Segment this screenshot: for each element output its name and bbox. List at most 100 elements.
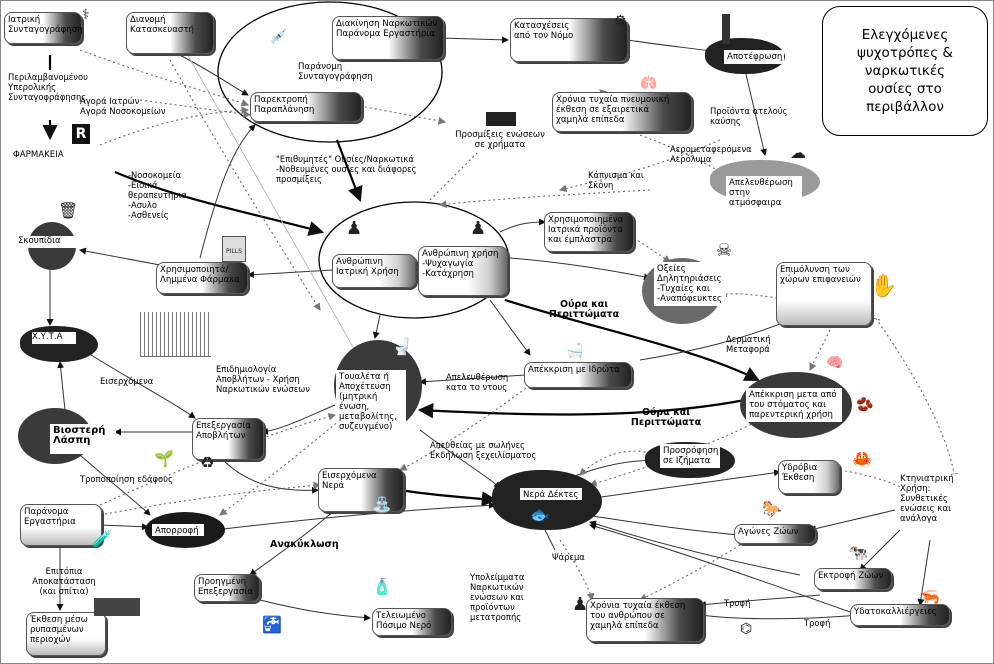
horse-icon: 🐎	[762, 499, 782, 518]
node-katasxeseis[interactable]: Κατασχέσεις από τον Νόμο	[510, 18, 628, 62]
syringe-icon: 💉	[270, 29, 288, 45]
edge-dianomi-parektropi	[169, 49, 249, 96]
gear-icon: ⚙	[614, 13, 627, 29]
node-viosteri-lasi[interactable]: Βιοστερή Λάσπη	[50, 424, 116, 454]
edge-viosteri-xyta	[57, 361, 66, 411]
edge-kthn-ydato	[917, 539, 931, 606]
label-dermatiki: Δερματική Μεταφορά	[726, 334, 771, 354]
label-oura-1: Ούρα και Περιττώματα	[548, 299, 620, 320]
diagram-title: Ελεγχόμενες ψυχοτρόπες & ναρκωτικές ουσί…	[822, 6, 988, 136]
node-skoupidia[interactable]: Σκουπίδια	[18, 236, 78, 248]
person-icon-2: ♟	[470, 218, 487, 239]
node-parektropi[interactable]: Παρεκτροπή Παραπλάνηση	[250, 92, 362, 122]
molecule-icon: ⌬	[740, 621, 753, 637]
edge-human-toualeta	[372, 314, 381, 339]
edge-ydato-nera	[589, 523, 851, 613]
cloud-nera-dektes	[492, 470, 602, 530]
ellipse-illicit-sources	[217, 1, 443, 143]
node-oxeies[interactable]: Οξείες Δηλητηριάσεις -Τυχαίες και -Αναπό…	[654, 262, 726, 306]
label-ypoleimmata: Υπολείμματα Ναρκωτικών ενώσεων και προϊό…	[470, 572, 525, 622]
node-farmakeia[interactable]: ΦΑΡΜΑΚΕΙΑ	[10, 148, 78, 162]
node-aporrofi[interactable]: Απορροφή	[152, 524, 204, 536]
node-iatriki-syntagografisi[interactable]: Ιατρική Συνταγογράφηση	[4, 12, 83, 44]
node-prosmixeis[interactable]: Προσμίξεις ενώσεων σε χρήματα	[450, 130, 550, 152]
node-apotefrosi[interactable]: Αποτέφρωση	[724, 50, 784, 64]
edge-xyta-epexergasia	[79, 347, 196, 419]
label-anakyklosi: Ανακύκλωση	[270, 539, 339, 550]
edge-dot-prosrofisi-nera	[579, 450, 656, 476]
label-proionta-ateloys: Προϊόντα ατελούς καύσης	[710, 106, 788, 126]
node-ektrofi-zoon[interactable]: Εκτροφή Ζώων	[814, 568, 892, 590]
edge-nera-psarema	[544, 529, 556, 551]
edge-kthn-ektrofi	[859, 529, 901, 571]
node-anthropini-xrisi[interactable]: Ανθρώπινη χρήση -Ψυχαγωγία -Κατάχρηση	[418, 246, 508, 296]
person-icon: ♟	[346, 218, 363, 239]
node-toualeta[interactable]: Τουαλέτα ή Αποχέτευση (μητρική ένωση, με…	[336, 370, 406, 436]
node-nera-dektes[interactable]: Νερά Δέκτες	[520, 488, 582, 500]
node-xrisimopoiimena-proionta[interactable]: Χρησιμοποιημένα Ιατρικά προϊόντα και έμπ…	[544, 212, 634, 252]
node-agones-zoon[interactable]: Αγώνες Ζώων	[734, 524, 816, 544]
edge-dot-agora-parektropi	[139, 99, 252, 118]
label-apeleutherosi-ntous: Απελευθέρωση κατα το ντους	[446, 372, 509, 392]
edge-idrota-epimolynsi	[639, 318, 791, 361]
edge-dot-xrisimopoiimena-oxeies	[629, 234, 671, 263]
label-apeutheias: Απευθείας με σωλήνες Εκδήλωση ξεχειλίσμα…	[430, 440, 537, 460]
recycle-icon: ♻	[200, 453, 215, 472]
water-tap-icon: 🚰	[262, 615, 282, 634]
edge-dot-pneumoniki-aerometaf	[639, 134, 726, 176]
node-eiserxomena-nera[interactable]: Εισερχόμενα Νερά	[318, 468, 404, 512]
node-epimolynsi[interactable]: Επιμόλυνση των χώρων επιφανειών	[776, 262, 872, 326]
edge-dot-toualeta-aporrofi	[219, 419, 341, 516]
node-prosrofisi[interactable]: Προσρόφηση σε Ιζήματα	[660, 444, 720, 468]
edge-idrota-toualeta	[419, 374, 526, 386]
node-teleiomeno-nero[interactable]: Τελειωμένο Πόσιμο Νερό	[372, 608, 452, 636]
edge-ellipse-to-human	[335, 139, 363, 203]
edge-xrisimopoiita-skoupidia	[79, 247, 161, 266]
label-trofi-2: Τροφή	[804, 618, 831, 628]
smokestack-icon	[722, 14, 730, 44]
pill-bottle-icon: PILLS	[222, 236, 246, 262]
edge-dot-agones-xronia	[639, 544, 741, 601]
node-epexergasia-apovliton[interactable]: Επεξεργασία Αποβλήτων	[192, 418, 264, 460]
hazard-skull-icon: ☠	[716, 240, 733, 261]
node-xronia-anthropoi[interactable]: Χρόνια τυχαία έκθεση του ανθρώπου σε χαμ…	[586, 598, 704, 642]
caduceus-icon: ⚕	[82, 7, 90, 23]
edge-dot-farmakeia-parektropi	[99, 106, 250, 146]
node-anthropini-iatriki[interactable]: Ανθρώπινη Ιατρική Χρήση	[332, 254, 416, 288]
label-tropopoiisi: Τροποποίηση εδάφους	[80, 474, 173, 484]
node-kthniatriki[interactable]: Κτηνιατρική Χρήση: Συνθετικές ενώσεις κα…	[900, 474, 966, 528]
edge-paranoma-aporrofi	[99, 523, 149, 531]
node-xyta[interactable]: Χ.Υ.Τ.Α	[32, 332, 76, 344]
water-bottle-icon: 🧴	[372, 577, 392, 596]
label-epidimiologia: Επιδημιολογία Αποβλήτων - Χρήση Ναρκωτικ…	[216, 364, 310, 394]
node-paranoma-ergastiria[interactable]: Παράνομα Εργαστήρια	[20, 504, 102, 546]
node-apeleutherosi-atmosfaira[interactable]: Απελευθέρωση στην ατμόσφαιρα	[726, 176, 802, 210]
label-oura-2: Ούρα και Περιττώματα	[630, 407, 702, 428]
node-dianomi[interactable]: Διανομή Κατασκευαστή	[126, 12, 214, 54]
node-apekkrisi-stoma[interactable]: Απέκκριση μετα από του στόματος και παρε…	[746, 388, 842, 422]
node-apekkrisi-idrota[interactable]: Απέκκριση με Ιδρώτα	[524, 362, 632, 388]
label-perilamvanomenou: Περιλαμβανομένου Υπερολικής Συνταγοφράφη…	[8, 72, 88, 102]
node-xronia-pneumoniki[interactable]: Χρόνια τυχαία πνευμονική έκθεση σε εξαιρ…	[552, 92, 692, 132]
edge-xrisimopoiita-parektropi	[199, 124, 256, 259]
node-ydrovia-ekthesi[interactable]: Υδρόβια Έκθεση	[778, 460, 840, 494]
node-ydatokalliergeies[interactable]: Υδατοκαλλιέργειες	[850, 604, 950, 626]
edge-human-idrota	[489, 299, 531, 356]
node-diakinisi[interactable]: Διακίνηση Ναρκωτικών Παράνομα Εργαστήρια	[332, 16, 444, 60]
trash-bin-icon: 🗑	[58, 201, 79, 220]
ellipse-human-use	[318, 201, 510, 319]
edge-dot-parektropi-prosmixeis	[354, 104, 447, 125]
node-ektheesi-rypasmenon[interactable]: Έκθεση μέσω ρυπασμένων περιοχών	[26, 612, 106, 656]
edge-human-to-stoma	[504, 298, 760, 382]
node-xrisimopoiita-farmaka[interactable]: Χρησιμοποιητά/ Λημμένα Φάρμακα	[156, 262, 248, 294]
money-icon	[486, 112, 516, 126]
rx-icon: R	[72, 124, 90, 144]
edge-stoma-to-toualeta	[417, 398, 746, 419]
node-paranomi-syntagografisi[interactable]: Παράνομη Συνταγογράφηση	[298, 62, 373, 84]
edge-toualeta-epexergasia	[261, 404, 336, 435]
node-proigmeni-epexergasia[interactable]: Προηγμένη Επεξεργασία	[194, 574, 260, 602]
fish-icon: 🐟	[530, 505, 550, 524]
